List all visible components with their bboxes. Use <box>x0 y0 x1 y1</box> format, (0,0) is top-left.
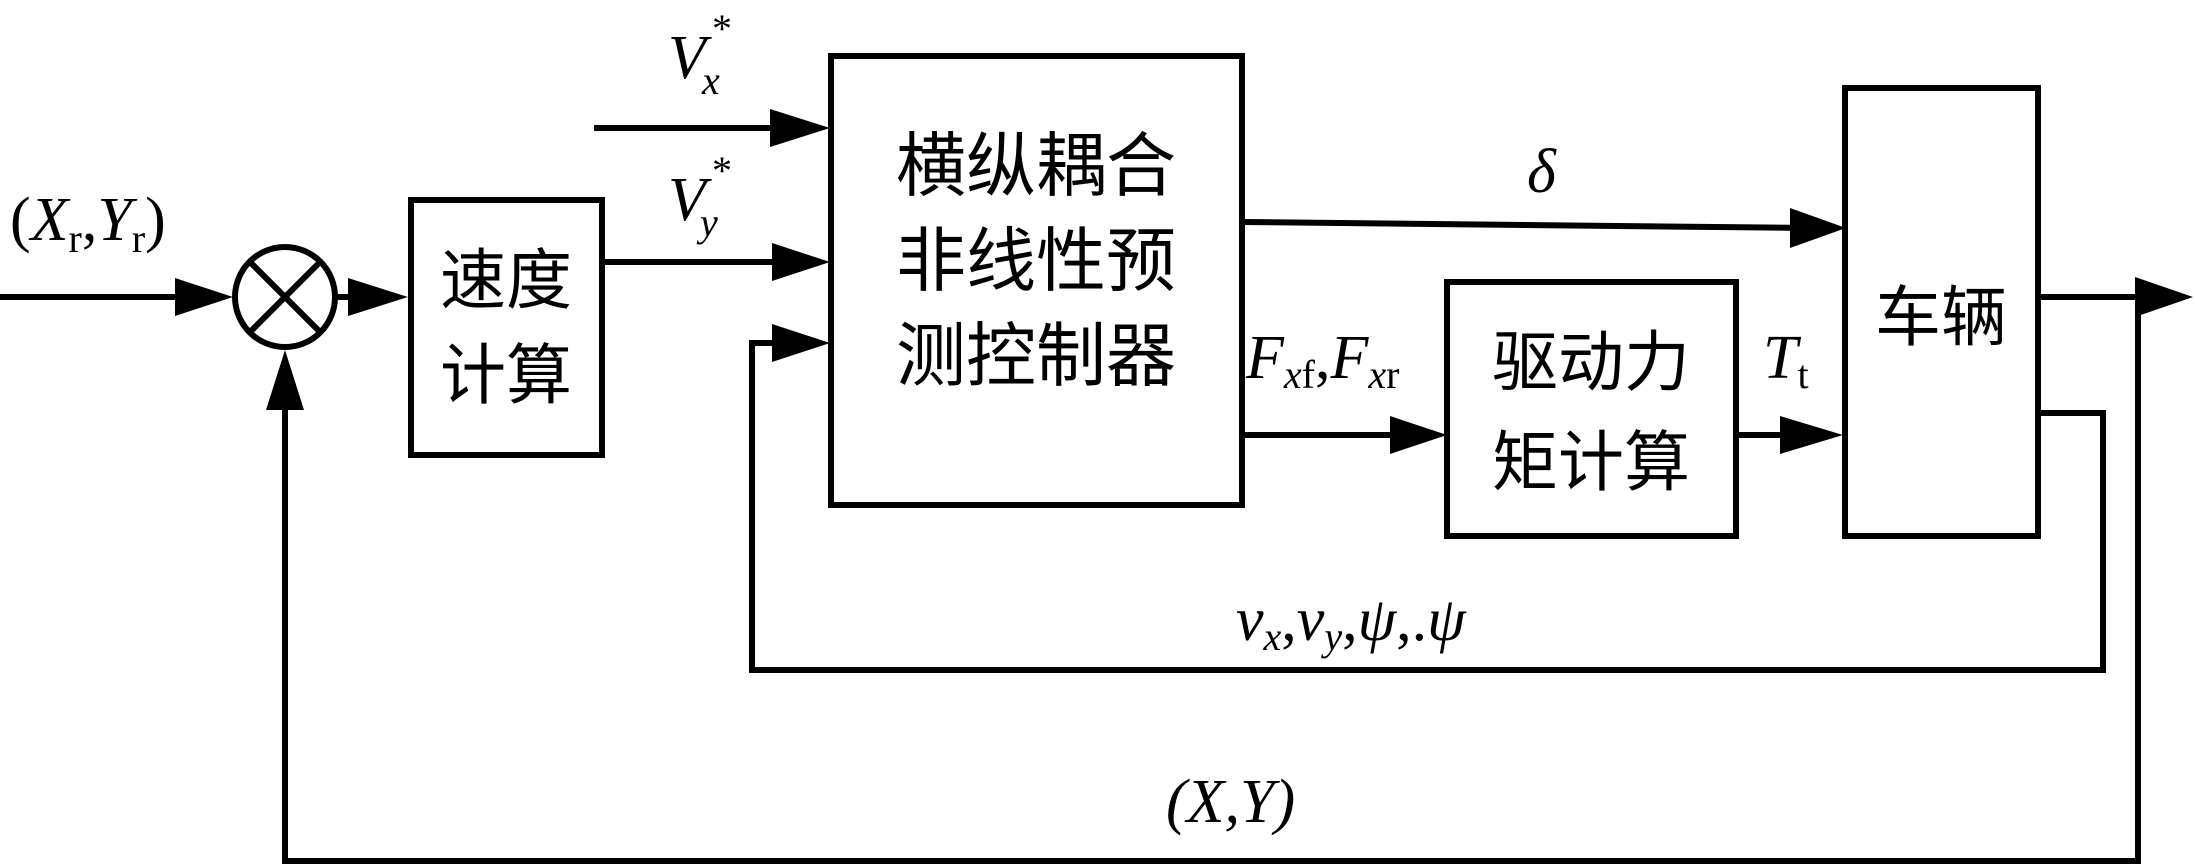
svg-text:x: x <box>701 58 720 103</box>
forces-arrowhead <box>1390 416 1447 454</box>
state-feedback-arrowhead <box>772 324 830 362</box>
steer-line <box>1238 218 1814 232</box>
vx-ref-arrowhead <box>770 109 830 147</box>
vehicle-label: 车辆 <box>1875 279 2007 356</box>
vy-ref-arrowhead <box>772 243 830 281</box>
speed-calc-label-line1: 速度 <box>440 242 572 319</box>
drive-torque-label-line2: 矩计算 <box>1492 424 1690 501</box>
speed-calc-label-line2: 计算 <box>440 337 572 414</box>
state-feedback-line <box>749 340 2106 673</box>
controller-block: 横纵耦合 非线性预 测控制器 <box>828 53 1245 508</box>
torque-label: Tt <box>1763 324 1809 397</box>
position-feedback-label: (X,Y) <box>1166 768 1295 836</box>
controller-label-line3: 测控制器 <box>896 315 1176 397</box>
svg-text:V: V <box>668 166 712 234</box>
svg-text:V: V <box>668 24 712 92</box>
svg-text:*: * <box>712 6 732 51</box>
controller-label-line2: 非线性预 <box>896 220 1176 302</box>
vy-ref-label: V * y <box>668 148 732 245</box>
speed-calc-block: 速度 计算 <box>408 197 605 458</box>
junction-to-speed-arrowhead <box>348 278 408 316</box>
reference-input-label: (Xr,Yr) <box>10 186 166 261</box>
drive-torque-block: 驱动力 矩计算 <box>1444 279 1739 539</box>
vehicle-output-arrowhead <box>2135 277 2193 317</box>
state-feedback-label: vx,vy,ψ,.ψ <box>1236 586 1467 659</box>
position-feedback-line <box>282 312 2141 864</box>
vehicle-block: 车辆 <box>1842 85 2041 539</box>
svg-text:y: y <box>696 200 718 245</box>
summing-junction <box>232 244 338 350</box>
forces-label: Fxf,Fxr <box>1245 324 1399 397</box>
steer-label: δ <box>1527 138 1557 206</box>
svg-text:*: * <box>712 148 732 193</box>
steer-arrowhead <box>1790 208 1846 248</box>
position-feedback-arrowhead <box>266 350 304 410</box>
vx-ref-label: V * x <box>668 6 732 103</box>
torque-arrowhead <box>1780 416 1843 454</box>
drive-torque-label-line1: 驱动力 <box>1492 324 1690 401</box>
controller-label-line1: 横纵耦合 <box>896 125 1176 207</box>
reference-input-arrowhead <box>175 278 233 316</box>
